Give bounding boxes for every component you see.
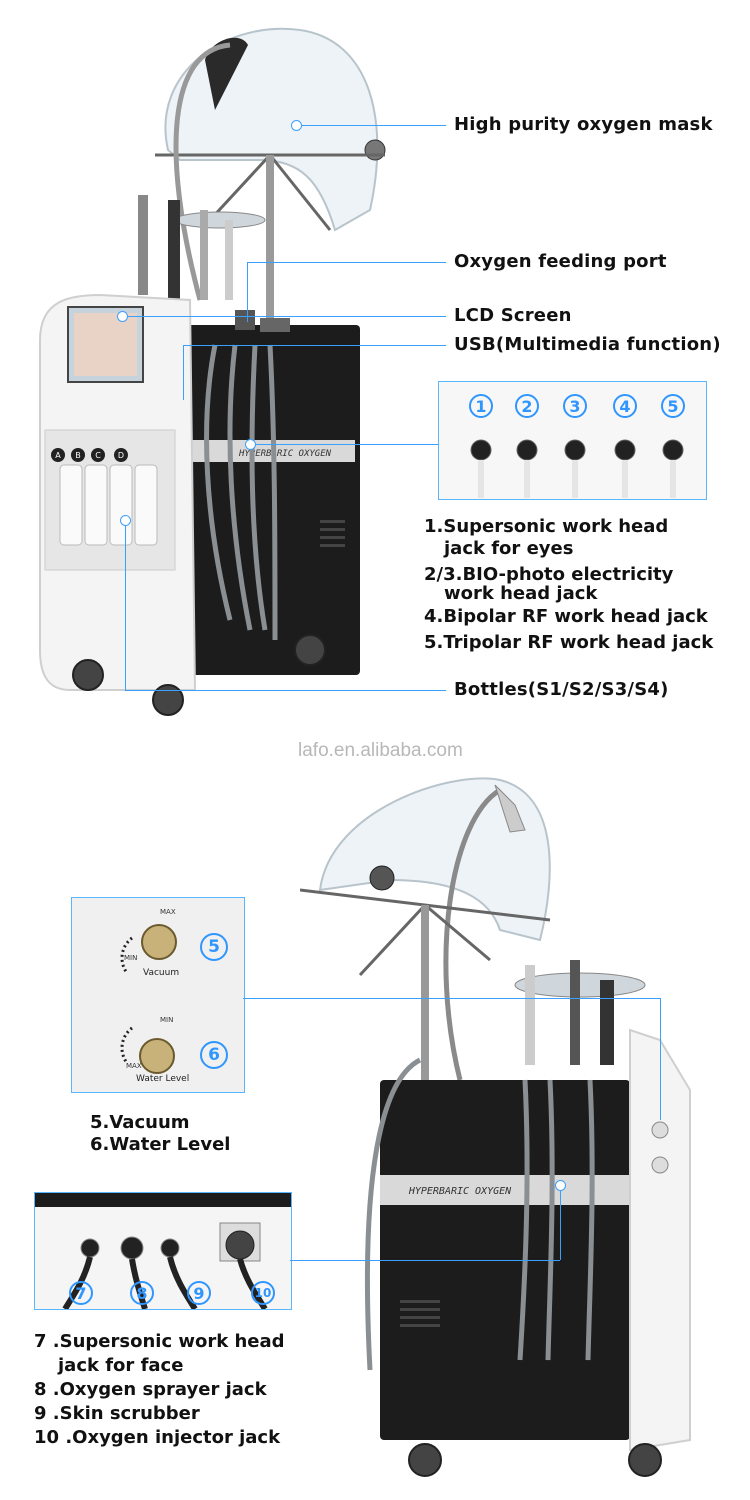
jack-number-10: 10 (251, 1281, 275, 1305)
jack-inset-bottom: 7 8 9 10 (34, 1192, 292, 1310)
jack-number-4: 4 (613, 394, 637, 418)
callout-oxygen-feeding-port: Oxygen feeding port (454, 251, 667, 272)
jack-number-7: 7 (69, 1281, 93, 1305)
legend-item-vacuum: 5.Vacuum (90, 1112, 190, 1133)
bottle-label-d: D (118, 451, 124, 460)
legend-item-4: 4.Bipolar RF work head jack (424, 606, 708, 627)
cabinet-brand-text: HYPERBARIC OXYGEN (238, 449, 332, 459)
bottle-label-c: C (95, 451, 101, 460)
water-level-label: Water Level (136, 1074, 190, 1084)
jack-number-8: 8 (130, 1281, 154, 1305)
cabinet-label-strip-bottom (380, 1175, 630, 1205)
callout-lcd-screen: LCD Screen (454, 305, 572, 326)
top-machine-illustration: HYPERBARIC OXYGEN A B C D (39, 27, 386, 716)
knob-legend: 5.Vacuum 6.Water Level (90, 1112, 230, 1156)
knob-number-6: 6 (200, 1041, 228, 1069)
jack-inset-top: 1 2 3 4 5 (438, 381, 707, 500)
water-level-knob (139, 1038, 175, 1074)
jack-number-2: 2 (515, 394, 539, 418)
callout-usb: USB(Multimedia function) (454, 334, 721, 355)
bottom-machine-illustration: HYPERBARIC OXYGEN (300, 777, 691, 1477)
jack-number-5: 5 (661, 394, 685, 418)
bottle-label-a: A (55, 451, 61, 460)
vacuum-knob (141, 924, 177, 960)
oxygen-mask-hood-bottom (318, 777, 551, 942)
hood-handle (205, 37, 248, 110)
watermark-text: lafo.en.alibaba.com (298, 740, 463, 761)
jack-connectors-top (470, 439, 684, 498)
vacuum-label: Vacuum (143, 968, 180, 978)
legend-item-10: 10 .Oxygen injector jack (34, 1427, 281, 1448)
cabinet-brand-text-bottom: HYPERBARIC OXYGEN (408, 1186, 512, 1197)
jack-number-9: 9 (187, 1281, 211, 1305)
legend-item-9: 9 .Skin scrubber (34, 1403, 200, 1424)
callout-line-mask (296, 125, 446, 126)
legend-item-water-level: 6.Water Level (90, 1134, 231, 1155)
legend-item-7: 7 .Supersonic work head (34, 1331, 285, 1352)
knob-inset: MAX MIN Vacuum MIN MAX Water Level 5 6 (71, 897, 245, 1093)
knob-number-5: 5 (200, 933, 228, 961)
callout-bottles: Bottles(S1/S2/S3/S4) (454, 679, 669, 700)
legend-item-2-3: 2/3.BIO-photo electricity (424, 564, 674, 585)
hood-pole (266, 155, 274, 335)
legend-item-8: 8 .Oxygen sprayer jack (34, 1379, 267, 1400)
bottle-label-b: B (75, 451, 81, 460)
callout-oxygen-mask: High purity oxygen mask (454, 114, 713, 135)
legend-item-5: 5.Tripolar RF work head jack (424, 632, 714, 653)
jack-number-3: 3 (563, 394, 587, 418)
legend-item-1: 1.Supersonic work head (424, 516, 669, 537)
jack-number-1: 1 (469, 394, 493, 418)
